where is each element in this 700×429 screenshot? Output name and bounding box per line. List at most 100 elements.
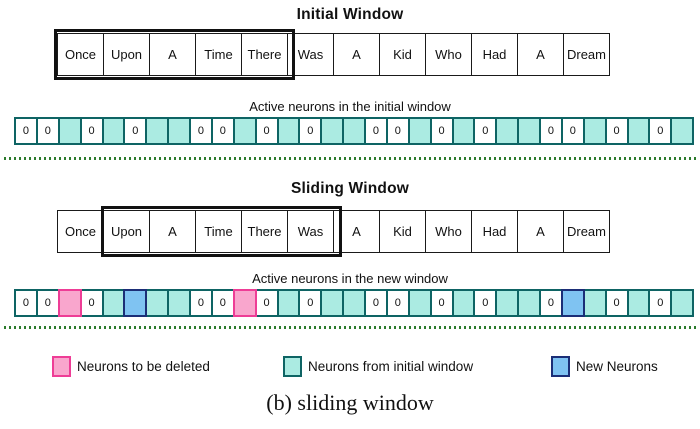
legend-item-new: New Neurons: [551, 354, 658, 378]
neuron-cell-inactive: 0: [35, 117, 60, 145]
neuron-cell-inactive: 0: [429, 117, 454, 145]
neuron-cell-new: [560, 289, 585, 317]
neuron-cell-inactive: 0: [189, 117, 213, 145]
word-cell: Once: [57, 33, 104, 76]
neuron-cell-inactive: 0: [385, 117, 410, 145]
neuron-cell-inactive: 0: [254, 289, 279, 317]
neuron-cell-initial: [407, 289, 432, 317]
neuron-cell-initial: [670, 117, 695, 145]
neuron-cell-initial: [517, 289, 541, 317]
neuron-cell-inactive: 0: [298, 289, 323, 317]
neuron-cell-inactive: 0: [648, 117, 673, 145]
initial-neurons-label: Active neurons in the initial window: [249, 99, 451, 114]
neuron-cell-initial: [451, 117, 476, 145]
word-cell: Was: [287, 210, 334, 253]
neuron-cell-initial: [145, 289, 170, 317]
neuron-cell-inactive: 0: [35, 289, 60, 317]
neuron-cell-inactive: 0: [604, 117, 629, 145]
neuron-cell-inactive: 0: [473, 289, 498, 317]
neuron-cell-initial: [167, 289, 191, 317]
neuron-cell-inactive: 0: [364, 117, 388, 145]
neuron-cell-inactive: 0: [648, 289, 673, 317]
neuron-cell-inactive: 0: [539, 117, 563, 145]
neuron-cell-inactive: 0: [79, 289, 104, 317]
neuron-cell-inactive: 0: [385, 289, 410, 317]
neuron-cell-delete: [57, 289, 82, 317]
neuron-cell-inactive: 0: [473, 117, 498, 145]
neuron-cell-inactive: 0: [14, 289, 38, 317]
neuron-cell-initial: [167, 117, 191, 145]
word-cell: Had: [471, 33, 518, 76]
neuron-cell-initial: [276, 117, 301, 145]
neuron-cell-inactive: 0: [298, 117, 323, 145]
word-cell: Kid: [379, 33, 426, 76]
neuron-cell-initial: [101, 117, 126, 145]
neuron-cell-inactive: 0: [123, 117, 148, 145]
neuron-cell-initial: [276, 289, 301, 317]
neuron-cell-new: [123, 289, 148, 317]
neuron-cell-initial: [495, 117, 520, 145]
neuron-cell-initial: [626, 289, 651, 317]
word-cell: A: [517, 33, 564, 76]
word-cell: Time: [195, 33, 242, 76]
neuron-cell-initial: [320, 117, 345, 145]
neuron-cell-inactive: 0: [14, 117, 38, 145]
word-cell: A: [149, 210, 196, 253]
dotted-separator-bottom: [4, 326, 696, 329]
neuron-cell-inactive: 0: [364, 289, 388, 317]
new-neuron-swatch-icon: [551, 355, 570, 377]
word-cell: There: [241, 210, 288, 253]
neuron-cell-inactive: 0: [210, 117, 235, 145]
neuron-cell-initial: [232, 117, 257, 145]
neuron-cell-inactive: 0: [539, 289, 563, 317]
word-cell: Was: [287, 33, 334, 76]
neuron-cell-initial: [342, 117, 366, 145]
neuron-cell-initial: [626, 117, 651, 145]
neuron-cell-initial: [495, 289, 520, 317]
word-cell: Who: [425, 33, 472, 76]
dotted-separator-top: [4, 157, 696, 160]
neuron-cell-inactive: 0: [189, 289, 213, 317]
word-cell: Dream: [563, 33, 610, 76]
legend-label-deleted: Neurons to be deleted: [77, 358, 210, 374]
deleted-neuron-swatch-icon: [52, 355, 71, 377]
sliding-window-title: Sliding Window: [290, 180, 410, 197]
word-cell: Upon: [103, 33, 150, 76]
legend-label-initial: Neurons from initial window: [308, 358, 474, 374]
neuron-cell-initial: [582, 289, 607, 317]
word-cell: Upon: [103, 210, 150, 253]
initial-window-title: Initial Window: [296, 6, 404, 23]
word-cell: Had: [471, 210, 518, 253]
word-cell: Dream: [563, 210, 610, 253]
word-cell: A: [149, 33, 196, 76]
neuron-cell-initial: [670, 289, 695, 317]
legend-item-initial: Neurons from initial window: [283, 354, 473, 378]
neuron-cell-inactive: 0: [210, 289, 235, 317]
word-cell: There: [241, 33, 288, 76]
neuron-cell-initial: [57, 117, 82, 145]
neuron-cell-initial: [517, 117, 541, 145]
neuron-cell-inactive: 0: [79, 117, 104, 145]
neuron-cell-initial: [320, 289, 345, 317]
neuron-cell-inactive: 0: [604, 289, 629, 317]
neuron-cell-initial: [101, 289, 126, 317]
word-cell: Once: [57, 210, 104, 253]
word-cell: Time: [195, 210, 242, 253]
legend-item-deleted: Neurons to be deleted: [52, 354, 210, 378]
legend-label-new: New Neurons: [576, 358, 658, 374]
neuron-cell-inactive: 0: [429, 289, 454, 317]
neuron-cell-delete: [232, 289, 257, 317]
word-cell: A: [333, 210, 380, 253]
word-cell: Who: [425, 210, 472, 253]
word-cell: Kid: [379, 210, 426, 253]
new-neurons-label: Active neurons in the new window: [252, 271, 448, 286]
word-cell: A: [517, 210, 564, 253]
neuron-cell-initial: [582, 117, 607, 145]
neuron-cell-initial: [342, 289, 366, 317]
neuron-cell-initial: [451, 289, 476, 317]
